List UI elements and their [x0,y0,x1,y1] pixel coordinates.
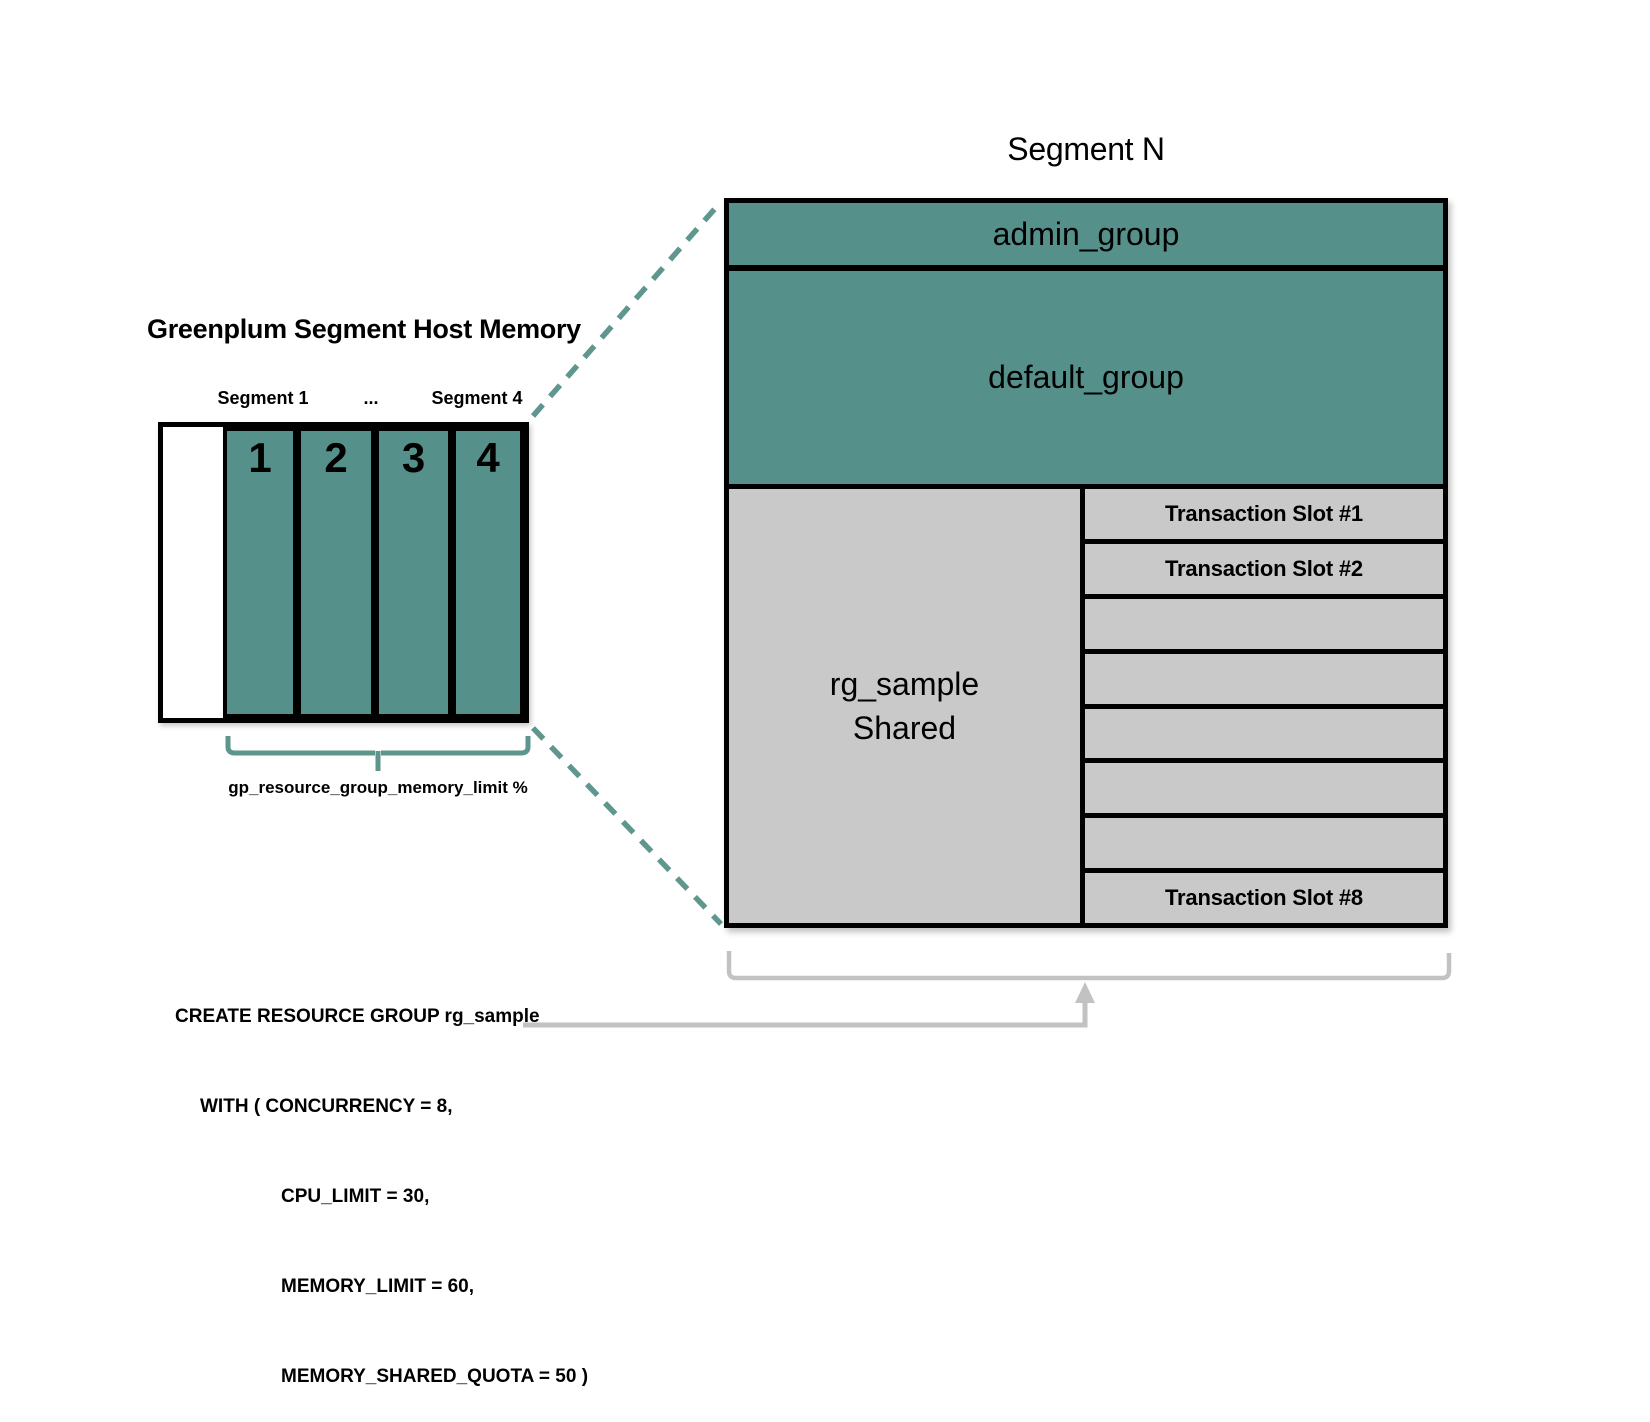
sql-line: MEMORY_SHARED_QUOTA = 50 ) [281,1366,589,1387]
sql-create-statement: CREATE RESOURCE GROUP rg_sample WITH ( C… [175,942,588,1422]
lower-dashed-connector-line [531,726,723,926]
memory-column-4-number: 4 [476,434,500,481]
memory-column-3: 3 [375,427,452,718]
sql-line: CREATE RESOURCE GROUP rg_sample [175,1006,540,1027]
memory-column-2: 2 [297,427,375,718]
admin-group-band: admin_group [729,203,1443,271]
transaction-slot-row [1085,598,1443,654]
rg-sample-shared-panel: rg_sample Shared [729,489,1085,923]
transaction-slot-row [1085,818,1443,874]
transaction-slot-row [1085,708,1443,764]
sql-line: MEMORY_LIMIT = 60, [281,1276,475,1297]
segment-n-title: Segment N [1007,131,1165,167]
resource-group-span-bracket [726,951,1452,981]
segment-host-memory-box: 1 2 3 4 [158,422,529,723]
shared-label: Shared [852,710,957,746]
arrow-connector-line [523,1001,1088,1028]
transaction-slot-row [1085,653,1443,709]
default-group-band: default_group [729,271,1443,489]
arrow-head-icon [1075,982,1095,1003]
segment-1-label: Segment 1 [217,388,309,408]
rg-sample-region: rg_sample Shared Transaction Slot #1 Tra… [729,489,1443,923]
sql-line: CPU_LIMIT = 30, [281,1186,430,1207]
segment-ellipsis-label: ... [363,388,379,408]
sql-line: WITH ( CONCURRENCY = 8, [200,1096,453,1117]
segment-n-box: admin_group default_group rg_sample Shar… [724,198,1448,928]
transaction-slot-row: Transaction Slot #2 [1085,543,1443,599]
transaction-slot-stack: Transaction Slot #1 Transaction Slot #2 … [1085,489,1443,923]
segment-4-label: Segment 4 [431,388,523,408]
transaction-slot-row: Transaction Slot #1 [1085,489,1443,544]
transaction-slot-row: Transaction Slot #8 [1085,873,1443,923]
memory-column-1: 1 [223,427,297,718]
admin-group-label: admin_group [992,215,1180,252]
memory-column-4: 4 [452,427,524,718]
memory-limit-brace [225,736,531,771]
diagram-page: { "colors": { "teal_fill": "#55918a", "t… [147,131,1452,1387]
transaction-slot-row [1085,763,1443,819]
left-diagram-title: Greenplum Segment Host Memory [147,314,581,344]
memory-limit-brace-label: gp_resource_group_memory_limit % [228,778,528,797]
rg-sample-label: rg_sample [829,666,980,702]
memory-column-3-number: 3 [401,434,426,481]
upper-dashed-connector-line [530,202,722,418]
memory-column-2-number: 2 [324,434,348,481]
default-group-label: default_group [988,359,1184,395]
memory-column-1-number: 1 [248,434,272,481]
